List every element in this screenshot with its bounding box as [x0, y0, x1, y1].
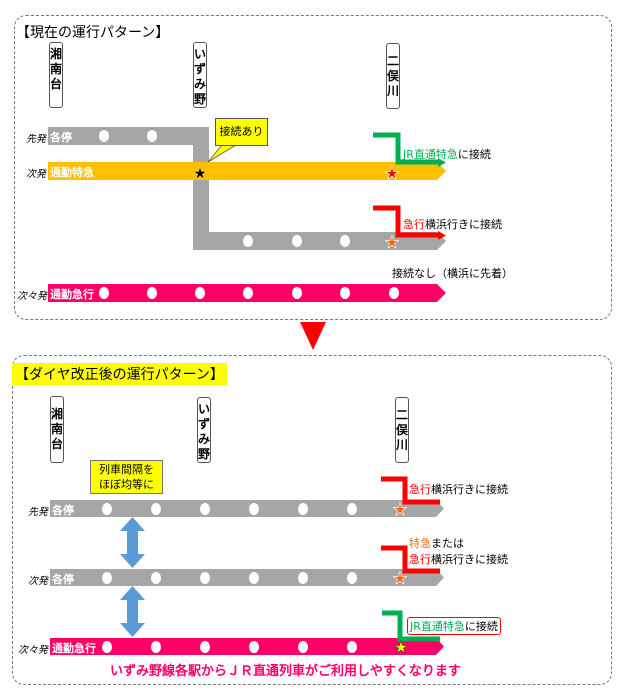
train-type-label: 通勤急行 — [52, 642, 96, 655]
departure-label: 次々発 — [18, 645, 48, 656]
new-pattern-title: 【ダイヤ改正後の運行パターン】 — [12, 363, 227, 385]
current-pattern-panel — [14, 15, 612, 320]
star-icon: ★ — [194, 166, 207, 182]
jr-connection-note: JR直通特急に接続 — [407, 617, 501, 635]
star-icon: ★ — [384, 233, 399, 253]
star-icon: ★ — [392, 569, 407, 589]
ltd-label: 特急 — [409, 537, 431, 550]
star-icon: ★ — [384, 164, 399, 184]
line-local-first — [48, 127, 446, 250]
jr-suffix: に接続 — [457, 148, 491, 161]
line-local-next — [50, 569, 444, 586]
express-connection-line — [373, 205, 440, 238]
station-futamatagawa: 二俣川 — [395, 397, 409, 463]
train-type-label: 各停 — [52, 504, 74, 517]
connection-callout: 接続あり — [215, 118, 268, 146]
star-icon: ★ — [392, 500, 407, 520]
express-arrow — [438, 231, 446, 240]
line-local-first — [50, 500, 444, 517]
express-label: 急行 — [409, 553, 431, 566]
interval-note-line: ほぼ均等に — [99, 478, 154, 491]
line-commuter-ltd-express — [48, 162, 446, 180]
departure-label: 次々発 — [17, 291, 47, 302]
express-connection-line — [381, 545, 440, 574]
train-type-label: 通勤特急 — [50, 166, 94, 179]
train-type-label: 各停 — [52, 573, 74, 586]
express-connection-note: 急行横浜行きに接続 — [409, 481, 508, 497]
new-pattern-panel — [12, 355, 612, 685]
interval-note-box: 列車間隔を ほぼ均等に — [90, 460, 163, 494]
bottom-lines: ★ ★ ★ — [50, 476, 444, 658]
jr-label: JR直通特急 — [410, 620, 465, 633]
ltd-express-note: 特急または — [409, 535, 464, 551]
station-dots — [99, 130, 399, 299]
jr-connection-note: JR直通特急に接続 — [403, 146, 491, 162]
top-lines: ★ ★ ★ — [48, 127, 446, 350]
interval-note-line: 列車間隔を — [99, 463, 154, 476]
jr-connection-line — [373, 132, 440, 165]
express-label: 急行 — [409, 483, 431, 496]
current-pattern-title: 【現在の運行パターン】 — [16, 25, 170, 41]
jr-connection-line — [382, 610, 440, 642]
departure-label: 先発 — [26, 134, 46, 145]
departure-label: 次発 — [26, 169, 46, 180]
down-triangle-icon — [300, 322, 326, 350]
jr-arrow — [438, 158, 446, 167]
express-connection-note: 急行横浜行きに接続 — [403, 216, 502, 232]
train-type-label: 通勤急行 — [50, 288, 94, 301]
line-commuter-express — [50, 638, 444, 655]
train-type-label: 各停 — [50, 131, 72, 144]
station-shonandai: 湘南台 — [50, 396, 64, 463]
double-arrow-icon — [120, 586, 145, 637]
express-suffix: 横浜行きに接続 — [431, 553, 508, 566]
footer-message: いずみ野線各駅からＪＲ直通列車がご利用しやすくなります — [110, 664, 461, 679]
station-izumino: いずみ野 — [193, 42, 207, 108]
express-label: 急行 — [403, 218, 425, 231]
jr-suffix: に接続 — [464, 620, 498, 633]
departure-label: 次発 — [28, 576, 48, 587]
station-futamatagawa: 二俣川 — [386, 43, 400, 109]
station-shonandai: 湘南台 — [49, 42, 63, 108]
express-suffix: 横浜行きに接続 — [425, 218, 502, 231]
jr-label: JR直通特急 — [403, 148, 458, 161]
station-dots — [102, 503, 357, 653]
ltd-suffix: または — [431, 537, 464, 550]
express-connection-note: 急行横浜行きに接続 — [409, 551, 508, 567]
star-icon: ★ — [393, 638, 408, 658]
double-arrow-icon — [120, 517, 145, 568]
express-connection-line — [381, 476, 440, 505]
express-suffix: 横浜行きに接続 — [431, 483, 508, 496]
station-izumino: いずみ野 — [197, 397, 211, 463]
departure-label: 先発 — [28, 507, 48, 518]
no-connection-note: 接続なし（横浜に先着） — [392, 267, 513, 280]
